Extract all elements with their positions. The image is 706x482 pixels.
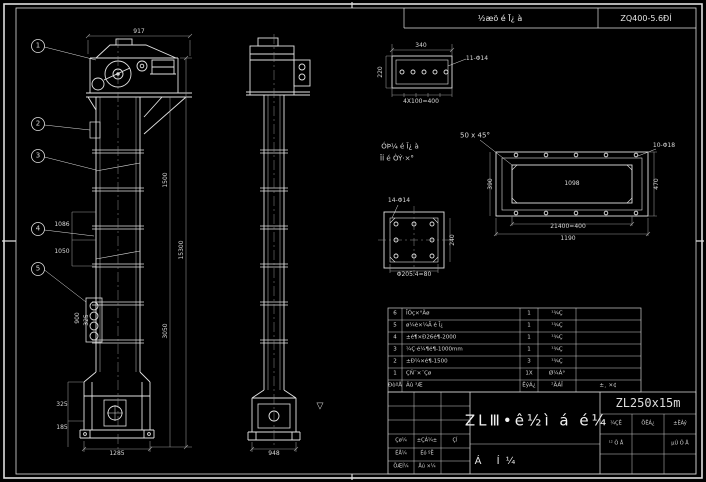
balloon-1-label: 1 [35, 41, 41, 50]
trough-detail-dimensions [489, 151, 657, 237]
parts-table-cell: 1 [527, 322, 531, 329]
balloon-2-label: 2 [35, 119, 41, 128]
header-model-cell: ZQ400-5.6ÐÍ [620, 14, 672, 23]
channel-detail [391, 55, 467, 89]
dim-220: 220 [377, 66, 384, 78]
parts-table-cell: 6 [393, 310, 397, 317]
dim-1500: 1500 [162, 172, 169, 188]
title-sub-label: Á Í¼ [474, 456, 522, 467]
balloon-3-label: 3 [35, 151, 41, 160]
drawing-code: ZL250x15m [615, 396, 681, 410]
parts-table-cell: ±Ð¼×é¶-1500 [406, 358, 448, 365]
parts-table-cell: 2 [393, 358, 397, 365]
parts-table-cell: 3 [527, 358, 531, 365]
parts-table-grid [387, 307, 642, 393]
dim-340: 340 [415, 42, 427, 49]
dim-1285: 1285 [109, 450, 125, 457]
titleblock-cell: ÖÊÁ¿ [641, 420, 655, 427]
dim-917: 917 [133, 28, 145, 35]
parts-table-cell: ĪÓç×°Äø [406, 310, 430, 317]
parts-table-cell: ±é¶×Ð26é¶-2000 [406, 334, 457, 341]
titleblock-cell: µÚ Õ Å [671, 440, 689, 447]
title-block-grid [387, 391, 697, 475]
dim-14-holes: 14-Φ14 [387, 197, 411, 204]
parts-table-cell: 5 [393, 322, 397, 329]
dim-3050: 3050 [162, 323, 169, 339]
dim-948: 948 [268, 450, 280, 457]
dim-15300: 15300 [178, 240, 185, 260]
parts-table-cell: 3 [393, 346, 397, 353]
balloon-5-label: 5 [35, 264, 41, 273]
titleblock-cell: ÖÆÍ¼ [393, 463, 409, 470]
dim-325-boot: 325 [56, 401, 68, 408]
dim-390: 390 [487, 178, 494, 190]
titleblock-cell: ±ÇÁ¼± [416, 437, 438, 444]
titleblock-cell: Çø¼ [395, 437, 407, 444]
parts-table-cell: ø¼è×¼Ā é Ī¿ [406, 322, 444, 329]
front-view-dimensions [67, 33, 193, 452]
dim-325-bracket: 325 [83, 314, 90, 326]
dim-1086: 1086 [54, 221, 70, 228]
dim-240: 240 [449, 234, 456, 246]
dim-4x100: 4X100=400 [403, 98, 439, 105]
parts-table-cell: ÊýÁ¿ [522, 382, 536, 389]
elevator-side-view [246, 34, 311, 448]
dim-11-holes: 11-Φ14 [465, 55, 489, 62]
surface-finish-mark: ▽ [316, 401, 324, 412]
titleblock-cell: ¼ÇÊ [610, 420, 622, 427]
channel-detail-dimensions [385, 44, 455, 97]
note-2: ĪÍ é ÒÝ·×° [380, 154, 414, 163]
flange-detail-dimensions [389, 218, 451, 273]
dim-1190: 1190 [560, 235, 576, 242]
balloon-callouts [31, 39, 97, 303]
dim-d205: Φ205.4=80 [396, 271, 432, 278]
parts-table-cell: 1X [525, 370, 533, 377]
side-view-dimensions [249, 442, 299, 452]
parts-table-cell: ±¸ ×¢ [599, 382, 617, 389]
titleblock-cell: ¹² Õ Å [608, 440, 624, 447]
titleblock-cell: Åú ×¼ [418, 463, 436, 470]
header-note-cell: ½æö é Ī¿ à [477, 14, 523, 23]
parts-table-cell: Ø¼Á° [548, 370, 566, 377]
parts-table-cell: ¹¾Ç [551, 358, 563, 365]
parts-table-cell: ÐòºÅ [388, 382, 402, 389]
titleblock-cell: ±ÈÀý [673, 420, 687, 427]
dim-1050: 1050 [54, 248, 70, 255]
title-main: ZLⅢ•ê½ì á é¼ [464, 411, 610, 430]
parts-table-cell: ¹¾Ç [551, 346, 563, 353]
titleblock-cell: Éó ºË [420, 450, 434, 457]
parts-table-cell: 1 [527, 310, 531, 317]
elevator-front-view [79, 38, 192, 450]
parts-table-cell: 1 [527, 346, 531, 353]
dim-2x400: 21400=400 [550, 223, 586, 230]
parts-table-cell: ÇÑ¨×¨Çø [406, 370, 432, 377]
balloon-4-label: 4 [35, 224, 41, 233]
parts-table-cell: Ãû ³Æ [406, 382, 423, 389]
note-chamfer: 50 x 45° [460, 131, 490, 140]
trough-detail [479, 139, 657, 217]
parts-table-cell: ¹¾Ç [551, 322, 563, 329]
titleblock-cell: ÉÅ¼ [395, 450, 407, 457]
dim-1098: 1098 [564, 180, 580, 187]
dim-900: 900 [74, 312, 81, 324]
parts-table-cell: ¹¾Ç [551, 334, 563, 341]
dim-470: 470 [653, 178, 660, 190]
parts-table-cell: ²ÄÁÏ [551, 382, 563, 389]
parts-table-cell: ¼Ç·é¼¶é¶-1000mm [406, 346, 463, 353]
dim-185: 185 [56, 424, 68, 431]
note-1: ÓÞ¼ é Ī¿ à [381, 142, 419, 151]
titleblock-cell: ÇÍ [452, 437, 458, 444]
parts-table-cell: 1 [393, 370, 397, 377]
parts-table-cell: 1 [527, 334, 531, 341]
dim-10-holes: 10-Φ18 [652, 142, 676, 149]
parts-table-cell: ¹¾Ç [551, 310, 563, 317]
parts-table-cell: 4 [393, 334, 397, 341]
flange-detail [378, 204, 450, 274]
